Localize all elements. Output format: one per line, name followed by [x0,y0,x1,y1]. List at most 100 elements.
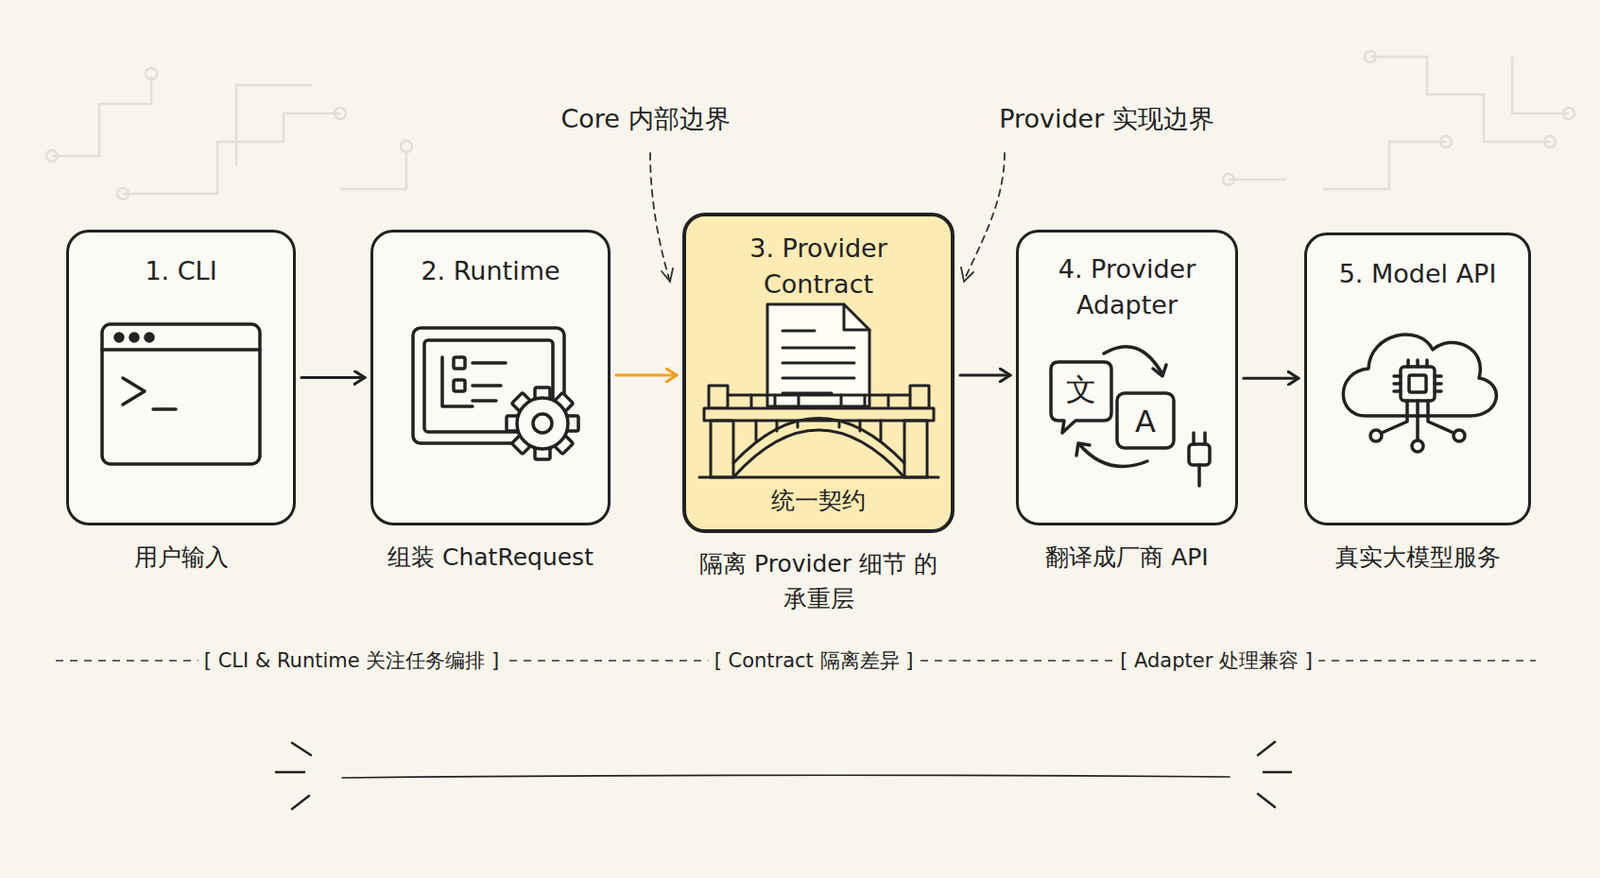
runtime-icon [551,432,574,455]
icon-glyph: A [1135,403,1156,440]
node-caption: 真实大模型服务 [1275,539,1560,575]
cloud-chip-icon [1434,381,1442,386]
contract-document [843,304,870,330]
emphasis-underline [275,741,1291,809]
circuit-trace [1512,56,1569,114]
circuit-trace [51,75,152,156]
cloud-chip-icon [1434,374,1442,379]
node-caption: 翻译成厂商 API [985,539,1270,575]
runtime-icon [533,413,552,433]
icon-glyph: 文 [1066,369,1097,412]
cloud-chip-icon [1425,360,1429,367]
runtime-icon [534,387,551,403]
terminal-icon [145,333,154,342]
contract-document [782,361,855,365]
translate-icon [1050,346,1210,486]
emphasis-underline [292,795,310,809]
translate-icon [1152,364,1167,377]
bridge-illustration [859,420,862,431]
contract-document [782,392,832,396]
bridge-illustration [797,395,801,409]
circuit-trace [334,107,346,120]
runtime-icon [506,387,579,460]
bridge-illustration [750,395,754,409]
terminal-icon [153,407,176,412]
cloud-chip-icon [1393,389,1401,394]
bridge-illustration [887,395,891,409]
contract-document [782,329,815,333]
translate-icon [1103,346,1163,375]
translate-icon [1050,361,1112,433]
node-title: 3. Provider Contract [693,230,944,303]
emphasis-underline [275,771,305,775]
bridge-illustration [796,420,800,428]
runtime-icon [511,392,534,414]
process-box: 3. Provider Contract统一契约隔离 Provider 细节 的… [682,212,955,534]
circuit-trace [46,150,58,162]
group-label: [ Contract 隔离差异 ] [708,647,920,674]
translate-icon [1079,444,1148,467]
boundary-label: Provider 实现边界 [998,102,1215,137]
cloud-chip-icon [1393,381,1401,386]
runtime-icon [472,383,501,388]
circuit-trace [400,140,413,153]
bridge-illustration [699,476,939,480]
bridge-illustration [755,420,758,441]
bridge-illustration [879,420,883,441]
leader-line [964,153,1005,279]
cloud-chip-icon [1427,400,1454,433]
contract-document [782,377,855,380]
cloud-chip-icon [1434,389,1442,394]
cloud-chip-icon [1409,375,1427,393]
group-label: [ Adapter 处理兼容 ] [1114,647,1319,674]
bridge-illustration [904,420,928,478]
runtime-icon [563,415,579,431]
process-box: 2. Runtime组装 ChatRequest [370,229,611,526]
translate-icon [1203,432,1207,445]
circuit-trace [46,51,1575,200]
group-label: [ CLI & Runtime 关注任务编排 ] [198,647,505,674]
bridge-illustration [710,420,734,478]
bridge-illustration [733,418,905,465]
cloud-chip-icon [1342,334,1497,452]
translate-icon [1197,464,1202,486]
process-box: 5. Model API真实大模型服务 [1304,232,1532,526]
cloud-chip-icon [1406,360,1411,367]
node-title: 4. Provider Adapter [1026,251,1228,324]
boundary-label: Core 内部边界 [560,102,730,137]
cloud-chip-icon [1415,360,1420,367]
runtime-icon [516,397,568,449]
leader-line [650,153,1005,282]
runtime-icon [453,357,465,369]
node-inner-text: 统一契约 [686,485,951,517]
runtime-icon [551,392,574,414]
node-caption: 用户输入 [39,539,324,575]
circuit-trace [236,85,312,166]
bridge-illustration [733,430,905,478]
emphasis-underline [1263,771,1291,775]
bridge-illustration [838,420,842,428]
process-box: 1. CLI用户输入 [66,229,296,526]
terminal-icon [102,324,260,465]
circuit-trace [1323,141,1446,190]
flow-arrow [1243,377,1299,380]
terminal-icon [130,333,138,342]
runtime-icon [516,397,568,449]
bridge-illustration [775,420,779,431]
terminal-icon [122,378,145,405]
terminal-icon [115,333,123,342]
contract-document [782,346,855,350]
flow-arrow [301,376,365,379]
node-caption: 隔离 Provider 细节 的承重层 [694,546,943,617]
bridge-illustration [774,395,777,409]
cloud-chip-icon [1415,400,1420,441]
runtime-icon [442,357,473,407]
bridge-illustration [708,385,728,409]
emphasis-underline [342,774,1230,778]
bridge-illustration [840,395,844,409]
terminal-icon [102,347,260,352]
